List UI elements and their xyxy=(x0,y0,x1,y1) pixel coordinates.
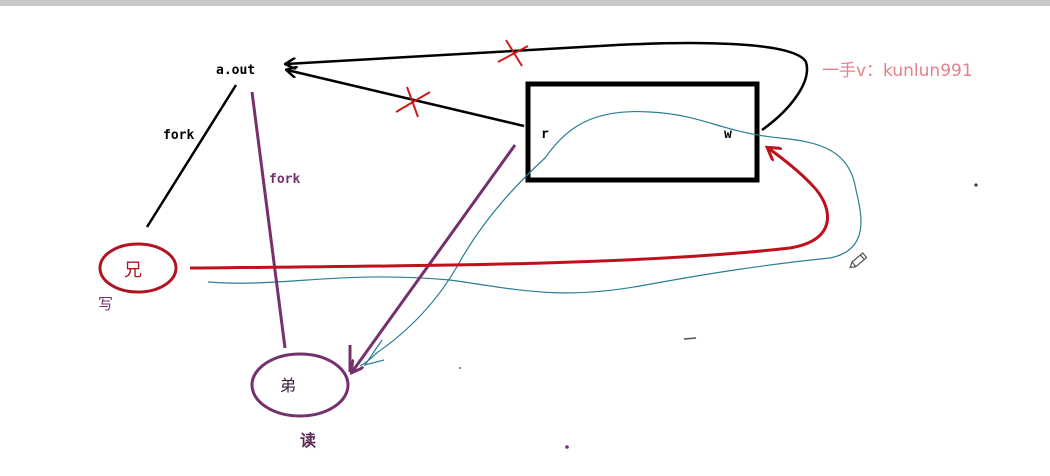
data-flow-curve xyxy=(207,110,862,367)
read-end-to-aout-arrow xyxy=(287,70,525,128)
younger-brother-node xyxy=(250,352,350,418)
stray-dot-mid xyxy=(459,367,461,369)
read-arrow xyxy=(352,144,517,372)
write-label: 写 xyxy=(98,295,113,313)
elder-brother-label: 兄 xyxy=(124,260,142,281)
fork-line-younger xyxy=(250,91,287,349)
pencil-icon xyxy=(849,252,868,269)
stray-dash-bottom xyxy=(683,337,697,340)
aout-label: a.out xyxy=(216,63,255,78)
watermark-text: 一手v：kunlun991 xyxy=(822,61,973,81)
elder-brother-node xyxy=(98,242,178,294)
data-flow-arrowhead xyxy=(363,339,385,366)
pipe-box xyxy=(525,81,760,183)
cross-mark-top xyxy=(497,39,529,67)
stray-dot-bottom xyxy=(565,445,569,449)
fork-middle-label: fork xyxy=(269,172,300,187)
top-border xyxy=(0,0,1050,6)
write-arrow xyxy=(189,148,830,270)
younger-brother-label: 弟 xyxy=(280,376,296,395)
read-label: 读 xyxy=(300,431,316,450)
stray-dot-right xyxy=(974,183,978,187)
fork-line-elder xyxy=(145,84,238,228)
cross-mark-middle xyxy=(395,86,431,118)
fork-left-label: fork xyxy=(163,128,194,143)
pipe-write-label: w xyxy=(724,127,732,142)
write-end-to-aout-arrow xyxy=(286,41,809,132)
pipe-read-label: r xyxy=(541,127,549,142)
